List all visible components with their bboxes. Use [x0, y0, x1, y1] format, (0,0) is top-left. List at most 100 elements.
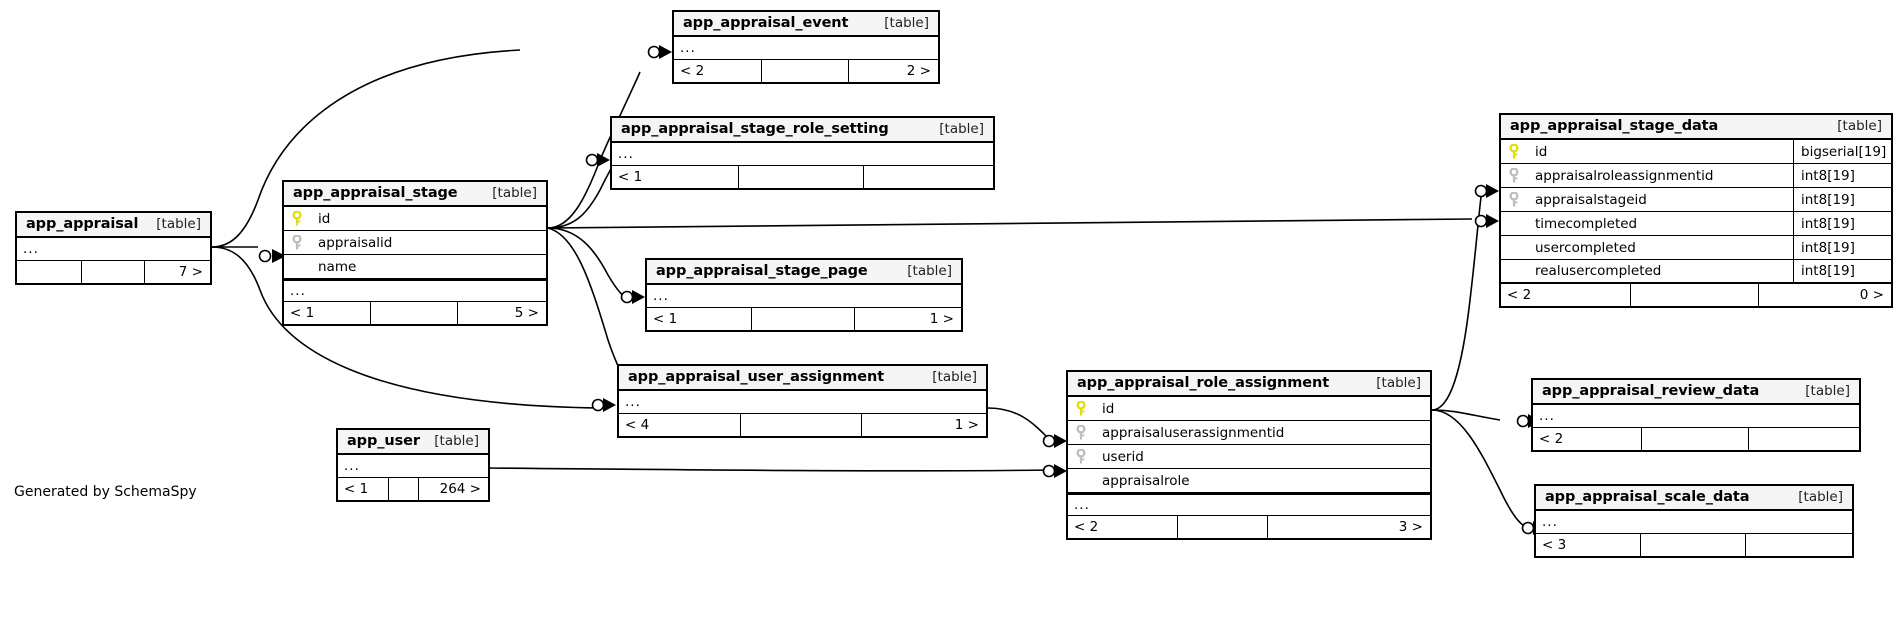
footer-middle [740, 414, 861, 436]
column-type: bigserial[19] [1793, 140, 1891, 163]
table-footer: < 2 3 > [1068, 516, 1430, 538]
connector-circle [258, 249, 272, 263]
table-app-appraisal-user-assignment[interactable]: app_appraisal_user_assignment [table] ..… [617, 364, 988, 438]
table-app-appraisal-review-data[interactable]: app_appraisal_review_data [table] ... < … [1531, 378, 1861, 452]
collapsed-columns-indicator: ... [1533, 405, 1859, 428]
column-name: id [1535, 143, 1548, 160]
table-header: app_appraisal_stage [table] [284, 182, 546, 207]
table-app-appraisal-stage-data[interactable]: app_appraisal_stage_data [table] id bigs… [1499, 113, 1893, 308]
table-title: app_appraisal_scale_data [1545, 489, 1750, 505]
column-type: int8[19] [1793, 260, 1891, 282]
edge-appuser-roleassignment [488, 467, 1051, 472]
collapsed-columns-indicator: ... [284, 279, 546, 302]
column-row[interactable]: appraisalroleassignmentid int8[19] [1501, 164, 1891, 188]
footer-parent-count: < 2 [1507, 287, 1532, 303]
collapsed-columns-indicator: ... [17, 238, 210, 261]
crowfoot [597, 153, 610, 167]
table-app-appraisal-event[interactable]: app_appraisal_event [table] ... < 2 2 > [672, 10, 940, 84]
connector-circle [1521, 521, 1535, 535]
table-type-tag: [table] [939, 121, 984, 137]
edge-stage-page [547, 227, 629, 301]
table-app-appraisal-stage-page[interactable]: app_appraisal_stage_page [table] ... < 1… [645, 258, 963, 332]
table-app-appraisal-stage-role-setting[interactable]: app_appraisal_stage_role_setting [table]… [610, 116, 995, 190]
column-type: int8[19] [1793, 188, 1891, 211]
table-footer: < 2 0 > [1501, 284, 1891, 306]
column-row[interactable]: appraisaluserassignmentid [1068, 421, 1430, 445]
footer-parent-count: < 1 [290, 305, 315, 321]
table-title: app_appraisal_stage_role_setting [621, 121, 889, 137]
footer-parent-count: < 3 [1542, 537, 1567, 553]
crowfoot [632, 290, 645, 304]
table-title: app_appraisal_stage_page [656, 263, 868, 279]
connector-circle [1042, 464, 1056, 478]
connector-circle [1474, 214, 1488, 228]
table-title: app_appraisal_event [683, 15, 849, 31]
crowfoot [603, 398, 616, 412]
footer-middle [80, 261, 145, 283]
column-row[interactable]: id bigserial[19] [1501, 140, 1891, 164]
footer-middle [1176, 516, 1268, 538]
table-app-appraisal[interactable]: app_appraisal [table] ... 7 > [15, 211, 212, 285]
table-app-user[interactable]: app_user [table] ... < 1 264 > [336, 428, 490, 502]
collapsed-columns-indicator: ... [674, 37, 938, 60]
table-footer: 7 > [17, 261, 210, 283]
edge-stage-role-setting [547, 162, 615, 229]
table-type-tag: [table] [1798, 489, 1843, 505]
table-header: app_appraisal_role_assignment [table] [1068, 372, 1430, 397]
column-row[interactable]: appraisalrole [1068, 469, 1430, 493]
footer-parent-count [17, 261, 81, 283]
foreign-key-icon [1068, 424, 1094, 441]
table-app-appraisal-stage[interactable]: app_appraisal_stage [table] id a [282, 180, 548, 326]
table-type-tag: [table] [1376, 375, 1421, 391]
column-row[interactable]: realusercompleted int8[19] [1501, 260, 1891, 284]
column-name: appraisaluserassignmentid [1102, 424, 1285, 441]
footer-parent-count: < 2 [680, 63, 705, 79]
table-title: app_appraisal_user_assignment [628, 369, 885, 385]
table-footer: < 1 [612, 166, 993, 188]
table-footer: < 1 5 > [284, 302, 546, 324]
footer-parent-count: < 2 [1074, 519, 1099, 535]
footer-child-count: 264 > [417, 478, 489, 500]
footer-child-count: 1 > [854, 308, 961, 330]
connector-circle [1474, 184, 1488, 198]
footer-child-count: 0 > [1758, 284, 1891, 306]
column-row[interactable]: usercompleted int8[19] [1501, 236, 1891, 260]
table-footer: < 4 1 > [619, 414, 986, 436]
footer-child-count: 2 > [848, 60, 938, 82]
column-row[interactable]: timecompleted int8[19] [1501, 212, 1891, 236]
table-type-tag: [table] [1837, 118, 1882, 134]
connector-circle [585, 153, 599, 167]
crowfoot [1486, 214, 1499, 228]
table-footer: < 3 [1536, 534, 1852, 556]
table-footer: < 2 [1533, 428, 1859, 450]
table-title: app_appraisal_stage [293, 185, 458, 201]
column-name: id [318, 210, 331, 227]
table-app-appraisal-role-assignment[interactable]: app_appraisal_role_assignment [table] id [1066, 370, 1432, 540]
connector-circle [1042, 434, 1056, 448]
edge-userassignment-roleassignment [987, 407, 1051, 441]
table-header: app_appraisal_review_data [table] [1533, 380, 1859, 405]
edge-roleassignment-scaledata [1431, 409, 1529, 529]
schemaspy-credit: Generated by SchemaSpy [14, 484, 197, 500]
column-row[interactable]: appraisalid [284, 231, 546, 255]
table-app-appraisal-scale-data[interactable]: app_appraisal_scale_data [table] ... < 3 [1534, 484, 1854, 558]
column-name: appraisalroleassignmentid [1535, 167, 1714, 184]
column-row[interactable]: name [284, 255, 546, 279]
column-name: userid [1102, 448, 1144, 465]
edge-roleassignment-stagedata [1431, 189, 1483, 411]
footer-child-count [863, 166, 993, 188]
collapsed-columns-indicator: ... [1068, 493, 1430, 516]
table-title: app_appraisal_role_assignment [1077, 375, 1330, 391]
footer-middle [387, 478, 418, 500]
column-name: name [318, 258, 357, 275]
column-name: appraisalrole [1102, 472, 1190, 489]
column-row[interactable]: appraisalstageid int8[19] [1501, 188, 1891, 212]
column-row[interactable]: id [284, 207, 546, 231]
connector-circle [1516, 414, 1530, 428]
column-row[interactable]: id [1068, 397, 1430, 421]
foreign-key-icon [1501, 167, 1527, 184]
connector-circle [647, 45, 661, 59]
column-row[interactable]: userid [1068, 445, 1430, 469]
footer-child-count: 5 > [456, 302, 546, 324]
primary-key-icon [1501, 143, 1527, 160]
